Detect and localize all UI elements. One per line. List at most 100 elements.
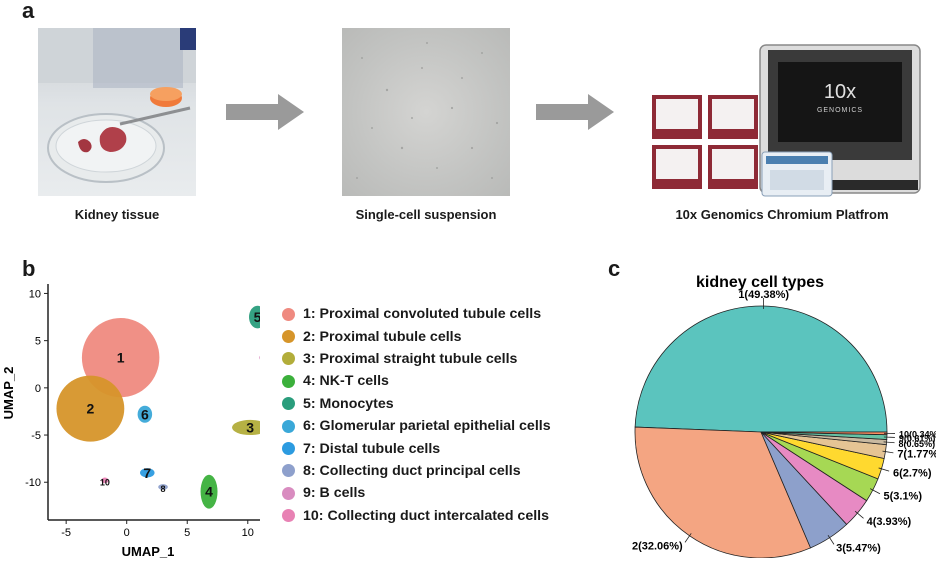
legend-label: 7: Distal tubule cells bbox=[303, 440, 441, 457]
umap-cluster-4 bbox=[200, 474, 218, 509]
pie-label-1: 1(49.38%) bbox=[738, 289, 789, 301]
panel-a-label: a bbox=[22, 0, 35, 23]
umap-cluster-2 bbox=[56, 375, 125, 442]
umap-x-tick-label: 0 bbox=[124, 527, 130, 539]
device-logo-genomics: GENOMICS bbox=[817, 107, 863, 114]
single-cell-suspension-caption: Single-cell suspension bbox=[355, 207, 497, 222]
legend-label: 3: Proximal straight tubule cells bbox=[303, 350, 518, 367]
umap-clusters bbox=[56, 305, 260, 509]
umap-cluster-3 bbox=[232, 419, 260, 436]
umap-y-tick-label: 10 bbox=[29, 288, 41, 300]
legend-swatch bbox=[282, 307, 295, 321]
legend-label: 10: Collecting duct intercalated cells bbox=[303, 507, 549, 524]
umap-y-tick-label: 5 bbox=[35, 336, 41, 348]
process-arrow-2 bbox=[536, 94, 614, 130]
umap-y-tick-label: -10 bbox=[25, 477, 41, 489]
umap-cluster-label-3: 3 bbox=[246, 419, 254, 435]
kidney-tissue-photo bbox=[38, 28, 196, 196]
pie-label-3: 3(5.47%) bbox=[836, 543, 881, 555]
pie-chart: kidney cell types 1(49.38%) 2(32.06%) 3(5.… bbox=[632, 274, 936, 558]
pie-label-leader bbox=[883, 441, 895, 444]
umap-cluster-label-8: 8 bbox=[161, 484, 166, 494]
pie-label-leader bbox=[882, 450, 894, 454]
device-logo-10x: 10x bbox=[824, 81, 856, 103]
umap-cluster-label-4: 4 bbox=[205, 484, 213, 500]
legend-label: 4: NK-T cells bbox=[303, 373, 389, 390]
umap-cluster-6 bbox=[137, 405, 153, 423]
umap-cluster-label-6: 6 bbox=[141, 406, 149, 422]
legend-item-10: 10: Collecting duct intercalated cells bbox=[282, 505, 612, 527]
umap-x-tick-label: -5 bbox=[61, 527, 71, 539]
legend-item-6: 6: Glomerular parietal epithelial cells bbox=[282, 415, 612, 437]
umap-cluster-label-1: 1 bbox=[117, 350, 125, 366]
pie-label-leader bbox=[878, 467, 890, 472]
pie-label-8: 8(0.65%) bbox=[899, 439, 936, 449]
legend-swatch bbox=[282, 374, 295, 388]
legend-item-3: 3: Proximal straight tubule cells bbox=[282, 348, 612, 370]
pie-label-6: 6(2.7%) bbox=[893, 467, 932, 479]
legend-label: 1: Proximal convoluted tubule cells bbox=[303, 306, 542, 323]
legend-item-9: 9: B cells bbox=[282, 482, 612, 504]
legend-label: 8: Collecting duct principal cells bbox=[303, 462, 521, 479]
pie-label-leader bbox=[827, 534, 835, 545]
legend-swatch bbox=[282, 509, 295, 523]
reagent-kits bbox=[652, 95, 758, 189]
umap-y-axis-label: UMAP_2 bbox=[1, 367, 16, 420]
umap-cluster-5 bbox=[248, 305, 260, 329]
chromium-device-illustration: 10x GENOMICS bbox=[652, 44, 921, 197]
umap-y-tick-label: -5 bbox=[31, 430, 41, 442]
legend-item-4: 4: NK-T cells bbox=[282, 370, 612, 392]
pie-slices bbox=[634, 305, 888, 558]
umap-x-tick-label: 5 bbox=[184, 527, 190, 539]
pie-title: kidney cell types bbox=[696, 274, 824, 291]
single-cell-suspension-photo bbox=[342, 28, 510, 196]
legend-item-2: 2: Proximal tubule cells bbox=[282, 325, 612, 347]
pie-label-4: 4(3.93%) bbox=[867, 516, 912, 528]
umap-y-tick-label: 0 bbox=[35, 383, 41, 395]
legend-label: 6: Glomerular parietal epithelial cells bbox=[303, 418, 551, 435]
umap-x-axis-label: UMAP_1 bbox=[122, 544, 175, 559]
pie-label-2: 2(32.06%) bbox=[632, 541, 683, 553]
umap-cluster-10 bbox=[101, 477, 109, 484]
panel-b-label: b bbox=[22, 256, 36, 281]
legend-label: 9: B cells bbox=[303, 485, 366, 502]
tissue-piece bbox=[78, 139, 92, 153]
cell-suspension-dots bbox=[356, 42, 499, 179]
process-arrow-1 bbox=[226, 94, 304, 130]
pie-label-9: 9(0.61%) bbox=[899, 434, 936, 444]
legend-swatch bbox=[282, 442, 295, 456]
umap-cluster-9 bbox=[259, 355, 260, 360]
pie-labels: 1(49.38%) 2(32.06%) 3(5.47%) 4(3.93%) 5(3.1%… bbox=[632, 289, 936, 555]
legend-item-7: 7: Distal tubule cells bbox=[282, 437, 612, 459]
umap-cluster-7 bbox=[140, 468, 155, 478]
umap-legend: 1: Proximal convoluted tubule cells 2: P… bbox=[282, 303, 612, 527]
umap-cluster-label-2: 2 bbox=[86, 401, 94, 417]
pie-slice-1 bbox=[634, 305, 888, 433]
legend-item-8: 8: Collecting duct principal cells bbox=[282, 460, 612, 482]
legend-label: 5: Monocytes bbox=[303, 395, 394, 412]
pie-label-leader bbox=[854, 510, 864, 519]
kidney-tissue-caption: Kidney tissue bbox=[74, 207, 160, 222]
legend-swatch bbox=[282, 352, 295, 366]
umap-cluster-label-10: 10 bbox=[100, 477, 110, 487]
legend-item-1: 1: Proximal convoluted tubule cells bbox=[282, 303, 612, 325]
umap-x-tick-label: 10 bbox=[242, 527, 254, 539]
chip-holder bbox=[761, 151, 833, 197]
legend-swatch bbox=[282, 464, 295, 478]
legend-swatch bbox=[282, 330, 295, 344]
legend-label: 2: Proximal tubule cells bbox=[303, 328, 462, 345]
pie-label-leader bbox=[869, 488, 881, 495]
legend-item-5: 5: Monocytes bbox=[282, 393, 612, 415]
umap-cluster-8 bbox=[158, 484, 168, 490]
panel-c-label: c bbox=[608, 256, 621, 281]
umap-cluster-label-7: 7 bbox=[143, 465, 151, 481]
legend-swatch bbox=[282, 486, 295, 500]
pie-label-5: 5(3.1%) bbox=[883, 491, 922, 503]
pie-label-leader bbox=[684, 533, 692, 543]
pie-label-7: 7(1.77%) bbox=[897, 448, 936, 460]
chromium-platform-photo: 10x GENOMICS bbox=[640, 40, 925, 200]
tissue-piece bbox=[99, 127, 127, 152]
umap-cluster-label-5: 5 bbox=[254, 309, 260, 325]
umap-cluster-labels: 12345678910 bbox=[86, 309, 260, 500]
